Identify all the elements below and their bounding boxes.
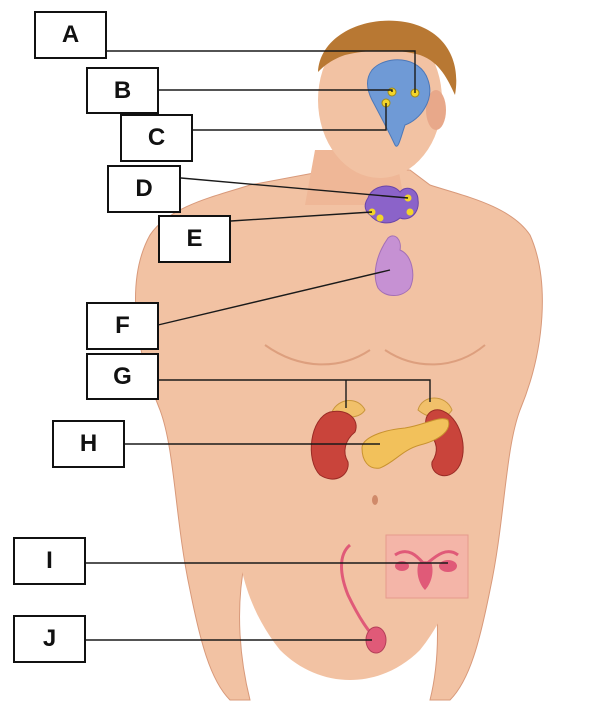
thyroid-region <box>365 186 418 223</box>
label-box-d: D <box>107 165 181 213</box>
label-box-e: E <box>158 215 231 263</box>
parathyroid-dot-4 <box>377 215 384 222</box>
navel <box>372 495 378 505</box>
label-box-f: F <box>86 302 159 350</box>
parathyroid-dot-2 <box>407 209 414 216</box>
reproductive-inset <box>386 535 468 598</box>
label-box-h: H <box>52 420 125 468</box>
label-box-a: A <box>34 11 107 59</box>
label-box-g: G <box>86 353 159 400</box>
label-box-j: J <box>13 615 86 663</box>
body-silhouette <box>136 21 543 700</box>
label-box-c: C <box>120 114 193 162</box>
label-box-i: I <box>13 537 86 585</box>
thyroid-icon <box>365 186 418 223</box>
label-box-b: B <box>86 67 159 114</box>
ovary-right-icon <box>439 560 457 572</box>
